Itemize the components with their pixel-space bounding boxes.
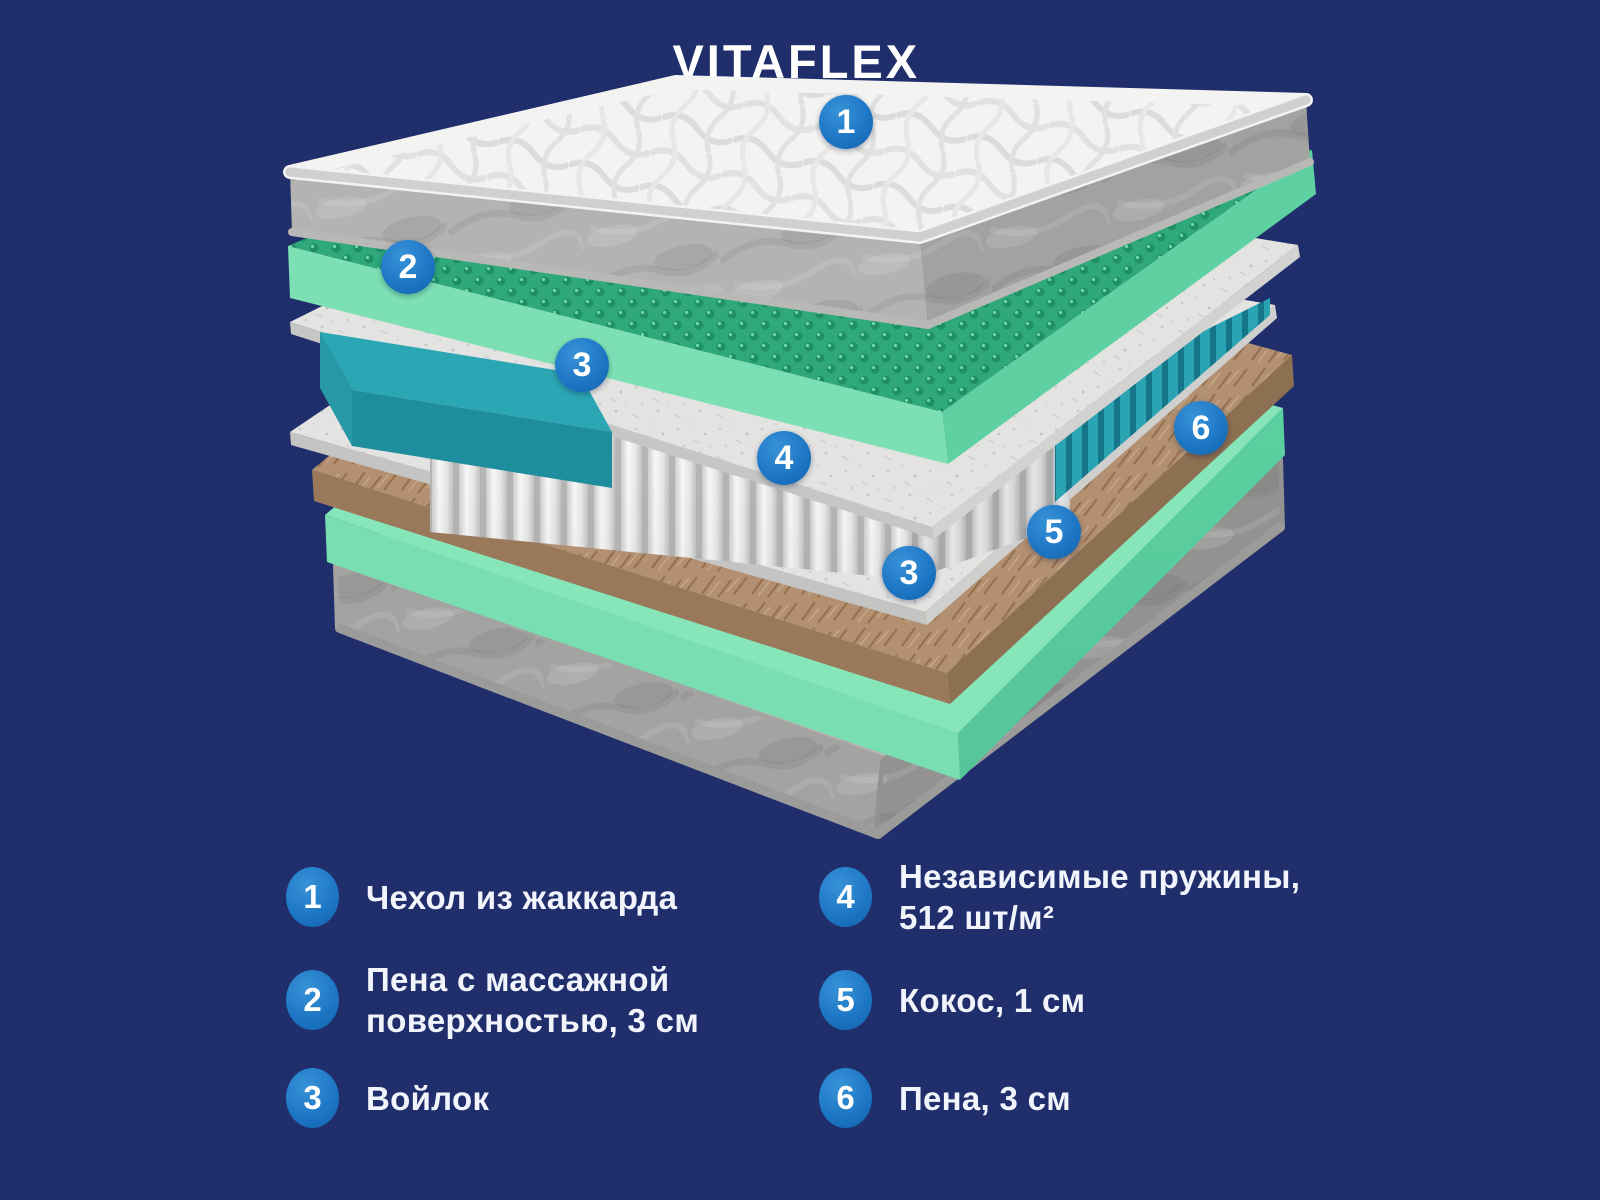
diagram-badge-3: 3 xyxy=(555,338,609,392)
diagram-badge-number: 5 xyxy=(1044,512,1064,551)
diagram-badge-2: 2 xyxy=(381,240,435,294)
legend-badge-4: 4 xyxy=(819,867,872,927)
legend-label-4: Независимые пружины, 512 шт/м² xyxy=(899,858,1301,936)
diagram-badge-number: 3 xyxy=(899,553,919,592)
legend-label-1: Чехол из жаккарда xyxy=(366,878,678,916)
spring-side-support-block xyxy=(320,332,612,488)
legend-badge-1: 1 xyxy=(286,867,339,927)
legend-item-4: 4 Независимые пружины, 512 шт/м² xyxy=(819,855,1300,939)
diagram-badge-3: 3 xyxy=(882,546,936,600)
diagram-badge-5: 5 xyxy=(1027,505,1081,559)
diagram-badge-number: 2 xyxy=(398,247,418,286)
legend-label-6: Пена, 3 см xyxy=(899,1079,1071,1117)
legend-item-1: 1 Чехол из жаккарда xyxy=(286,855,677,939)
diagram-badge-1: 1 xyxy=(819,95,873,149)
spring-border-teal-right xyxy=(1055,298,1270,502)
diagram-badge-4: 4 xyxy=(757,431,811,485)
diagram-badge-number: 3 xyxy=(572,345,592,384)
legend-badge-5: 5 xyxy=(819,970,872,1030)
legend-item-5: 5 Кокос, 1 см xyxy=(819,958,1085,1042)
diagram-badge-number: 4 xyxy=(774,438,794,477)
legend-item-2: 2 Пена с массажной поверхностью, 3 см xyxy=(286,958,699,1042)
legend-item-6: 6 Пена, 3 см xyxy=(819,1056,1071,1140)
layer-cover xyxy=(283,75,1314,329)
diagram-badge-number: 1 xyxy=(836,102,856,141)
legend-label-2: Пена с массажной поверхностью, 3 см xyxy=(366,961,700,1039)
legend-badge-6: 6 xyxy=(819,1068,872,1128)
legend-badge-3: 3 xyxy=(286,1068,339,1128)
legend-badge-2: 2 xyxy=(286,970,339,1030)
legend-label-5: Кокос, 1 см xyxy=(899,981,1086,1019)
legend-label-3: Войлок xyxy=(366,1079,490,1117)
diagram-badge-number: 6 xyxy=(1191,408,1211,447)
legend-item-3: 3 Войлок xyxy=(286,1056,489,1140)
diagram-badge-6: 6 xyxy=(1174,401,1228,455)
